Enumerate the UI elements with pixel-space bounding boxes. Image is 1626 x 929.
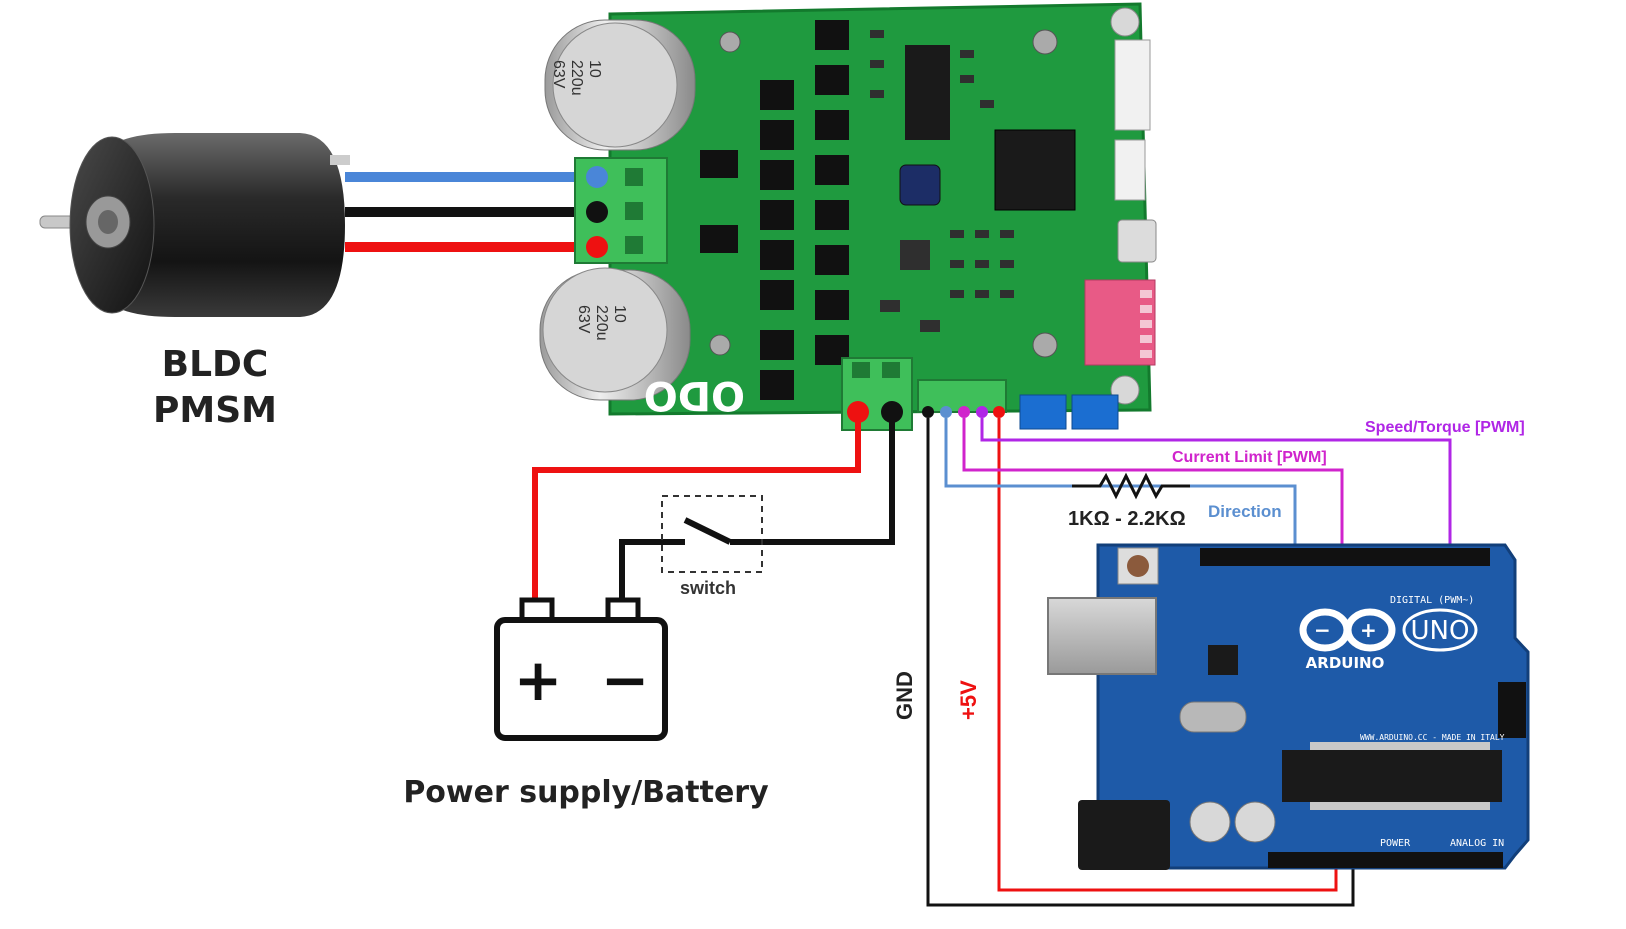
plus5v-label: +5V [956, 680, 981, 720]
power-wires [532, 418, 895, 605]
arduino-uno-board: − + UNO ARDUINO DIGITAL (PWM~) POWER ANA… [1047, 543, 1530, 870]
cap-text: 10 [586, 60, 603, 78]
battery-plus-wire [532, 418, 861, 605]
header-connector [1114, 139, 1146, 201]
usb-b-port [1047, 597, 1157, 675]
arduino-cap [1234, 801, 1276, 843]
cap-text: 220u [593, 305, 610, 341]
phase-terminal-block [574, 157, 668, 264]
motor-label-line2: PMSM [153, 390, 277, 431]
inductor [899, 164, 941, 206]
arduino-model: UNO [1411, 616, 1470, 646]
arduino-logo-icon: − + [1299, 608, 1396, 652]
mount-hole [1032, 332, 1058, 358]
resistor-symbol [1072, 472, 1190, 500]
current-limit-label: Current Limit [PWM] [1172, 449, 1327, 466]
battery-plus-sign: + [514, 646, 563, 714]
control-terminal-block [917, 379, 1007, 418]
icsp-header [1498, 682, 1526, 738]
capacitor-top: 10 220u 63V [544, 19, 696, 151]
speed-torque-label: Speed/Torque [PWM] [1365, 419, 1525, 436]
battery-minus-wire-a [730, 418, 895, 545]
mcu-chip [994, 129, 1076, 211]
driver-ic [905, 45, 950, 140]
arduino-brand: ARDUINO [1306, 654, 1385, 672]
atmega-chip [1282, 750, 1502, 802]
crystal [1179, 701, 1247, 733]
usb-port [1117, 219, 1157, 263]
svg-text:−: − [1314, 618, 1331, 642]
uno-badge [1402, 608, 1478, 652]
power-supply-label: Power supply/Battery [403, 775, 769, 810]
cap-text: 63V [575, 305, 592, 334]
digital-header [1200, 548, 1490, 566]
reset-knob[interactable] [1127, 555, 1149, 577]
resistor-label: 1KΩ - 2.2KΩ [1068, 508, 1186, 530]
power-header-label: POWER [1380, 838, 1411, 849]
capacitor-bottom: 10 220u 63V [539, 267, 691, 401]
battery-minus-wire-b [619, 539, 685, 605]
switch-lever [683, 517, 732, 545]
switch-box[interactable] [661, 495, 763, 573]
dc-jack [1078, 800, 1170, 870]
mount-hole [719, 31, 741, 53]
motor-body [100, 132, 345, 318]
cap-text: 63V [550, 60, 567, 89]
battery-minus-sign: − [601, 646, 650, 714]
mount-hole [709, 334, 731, 356]
bldc-motor [39, 132, 350, 318]
motor-label-line1: BLDC [162, 344, 269, 385]
switch-label: switch [680, 578, 736, 598]
gnd-label: GND [892, 671, 917, 720]
usb-chip [1208, 645, 1238, 675]
smd-components [870, 30, 1014, 332]
battery-icon [494, 597, 668, 741]
gnd-wire [926, 418, 1355, 907]
site-label: WWW.ARDUINO.CC - MADE IN ITALY [1360, 733, 1505, 742]
board-logo: ODO [644, 372, 745, 418]
speed-torque-wire [980, 418, 1452, 560]
current-limit-wire [962, 418, 1344, 560]
power-header [1268, 852, 1503, 868]
trim-pot [1071, 394, 1119, 430]
header-connector [1114, 39, 1151, 131]
power-terminal-block [841, 357, 913, 431]
trim-pot [1019, 394, 1067, 430]
analog-header-label: ANALOG IN [1450, 838, 1504, 849]
mount-hole [1032, 29, 1058, 55]
direction-label: Direction [1208, 502, 1282, 521]
cap-text: 220u [568, 60, 585, 96]
plus5v-wire [997, 418, 1338, 892]
digital-header-label: DIGITAL (PWM~) [1390, 595, 1474, 606]
cap-text: 10 [611, 305, 628, 323]
motor-phase-wires [345, 172, 598, 252]
arduino-cap [1189, 801, 1231, 843]
svg-text:+: + [1360, 618, 1377, 642]
mosfet-array [700, 20, 849, 400]
motor-driver-board: 10 220u 63V 10 220u 63V [539, 2, 1157, 431]
mount-hole [1110, 7, 1140, 37]
control-wires [926, 418, 1452, 907]
